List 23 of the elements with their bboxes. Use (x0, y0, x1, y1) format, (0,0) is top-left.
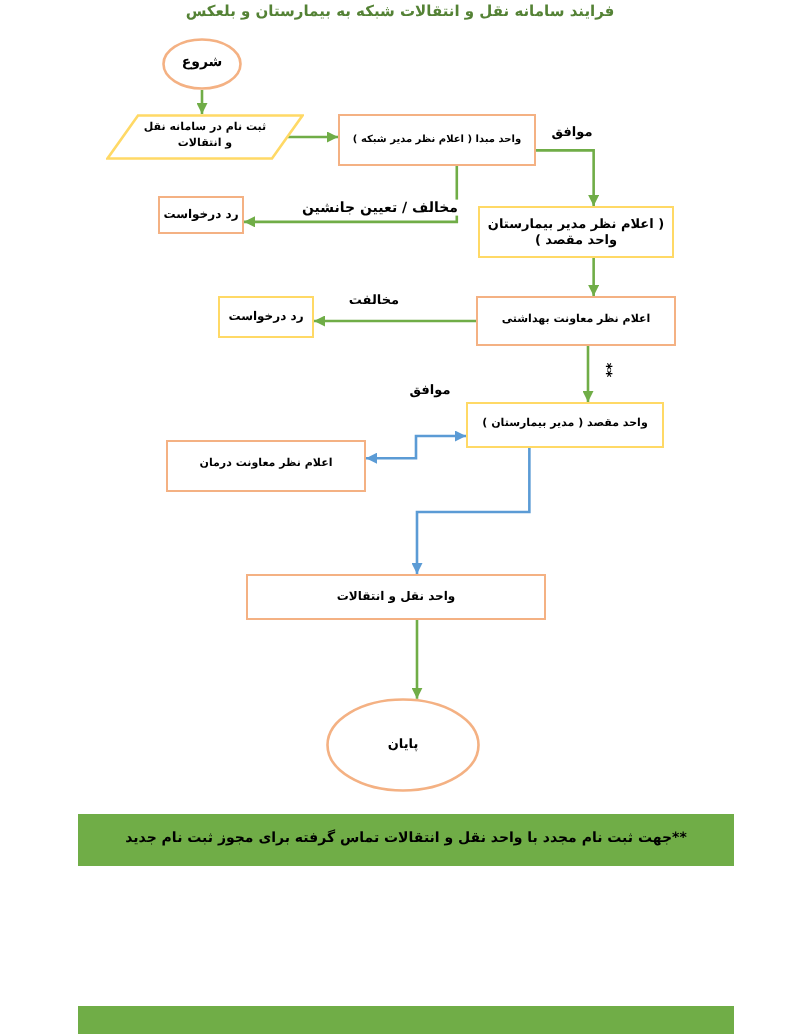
arrow (314, 315, 476, 327)
arrow (582, 346, 594, 402)
start-ellipse (162, 38, 242, 90)
end-ellipse (326, 698, 480, 792)
arrow (411, 620, 423, 699)
arrow (288, 131, 338, 143)
process-box (166, 440, 366, 492)
arrow (366, 430, 466, 464)
process-box (466, 402, 664, 448)
arrow (196, 90, 208, 114)
process-box (478, 206, 674, 258)
process-box (246, 574, 546, 620)
note-banner (78, 814, 734, 866)
arrow (244, 166, 459, 228)
banner-strip (78, 1006, 734, 1034)
arrow (588, 258, 600, 296)
arrow (411, 448, 531, 574)
arrow (536, 149, 600, 206)
input-parallelogram (106, 114, 304, 160)
process-box (476, 296, 676, 346)
reject-box (158, 196, 244, 234)
reject-box (218, 296, 314, 338)
process-box (338, 114, 536, 166)
